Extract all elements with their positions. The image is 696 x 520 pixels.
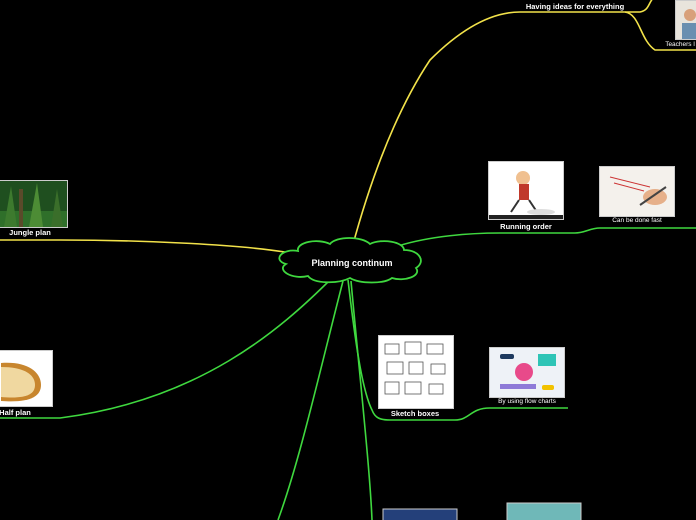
- jungle-thumb: [0, 180, 68, 228]
- branch-half-plan: [0, 276, 334, 419]
- fast-thumb: [599, 166, 675, 217]
- half-plan-thumb: [0, 350, 53, 407]
- node-can-be-done-fast[interactable]: Can be done fast: [612, 217, 662, 224]
- bottom-thumb-right: [506, 502, 582, 520]
- branch-jungle-plan: [0, 239, 286, 253]
- flow-charts-thumb: [489, 347, 565, 398]
- sketch-boxes-thumb: [378, 335, 454, 409]
- node-running-order[interactable]: Running order: [500, 222, 552, 231]
- branch-bottom: [350, 280, 373, 520]
- branch-running-order: [397, 227, 696, 247]
- node-having-ideas[interactable]: Having ideas for everything: [525, 2, 625, 11]
- teachers-thumb: [675, 0, 696, 40]
- node-flow-charts[interactable]: By using flow charts: [498, 398, 556, 405]
- node-half-plan[interactable]: Half plan: [0, 408, 31, 417]
- central-topic-cloud: [278, 237, 422, 284]
- node-jungle-plan[interactable]: Jungle plan: [9, 228, 51, 237]
- central-topic[interactable]: Planning continum: [311, 258, 393, 268]
- branch-bottom-left: [277, 280, 344, 520]
- node-teachers[interactable]: Teachers l: [665, 41, 695, 48]
- branch-having-ideas: [351, 0, 653, 249]
- branch-teachers: [624, 11, 696, 51]
- running-order-thumb: [488, 161, 564, 220]
- bottom-thumb-left: [382, 508, 458, 520]
- node-sketch-boxes[interactable]: Sketch boxes: [390, 409, 440, 418]
